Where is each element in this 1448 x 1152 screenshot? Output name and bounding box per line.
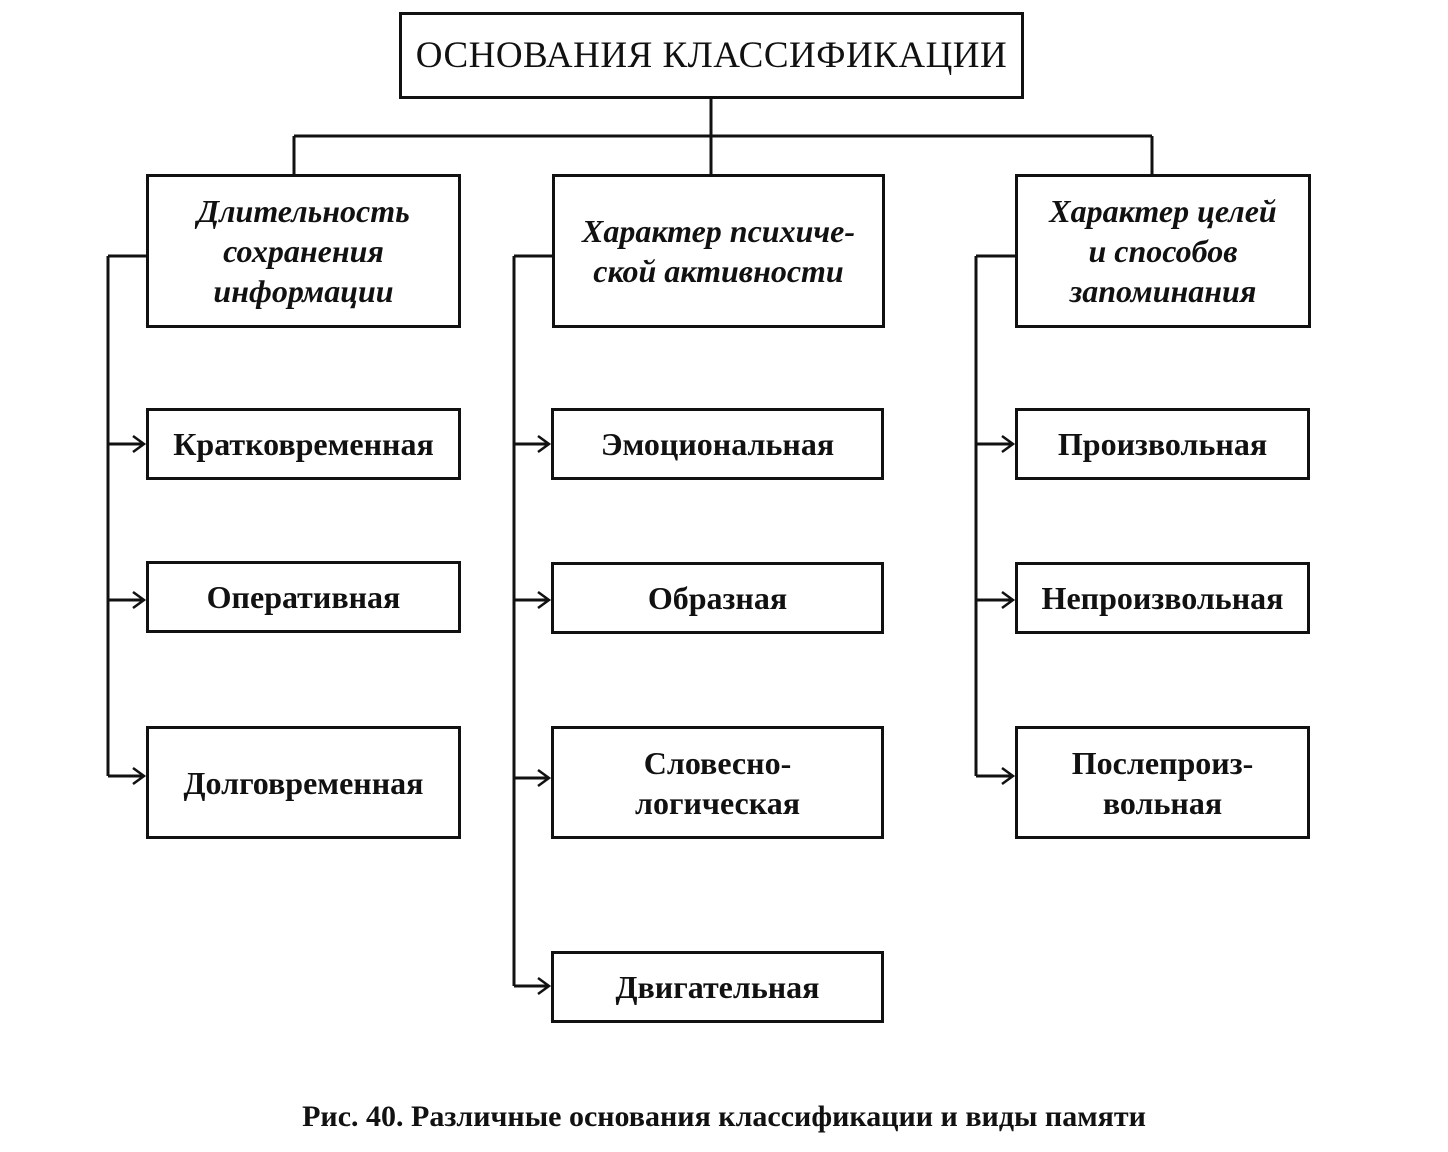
item-label: Словесно- логическая [634,744,801,821]
item-box-post-voluntary: Послепроиз- вольная [1015,726,1310,839]
category-label: Характер целей и способов запоминания [1049,193,1277,309]
item-box-figurative: Образная [551,562,884,634]
category-label: Характер психиче- ской активности [581,213,856,289]
item-label: Эмоциональная [600,426,835,462]
category-box-goals: Характер целей и способов запоминания [1015,174,1311,328]
item-box-long-term: Долговременная [146,726,461,839]
item-box-motor: Двигательная [551,951,884,1023]
root-box: ОСНОВАНИЯ КЛАССИФИКАЦИИ [399,12,1024,99]
figure-caption: Рис. 40. Различные основания классификац… [302,1100,1146,1133]
item-label: Послепроиз- вольная [1071,744,1254,821]
category-box-mental-activity: Характер психиче- ской активности [552,174,885,328]
item-label: Образная [647,580,788,616]
item-box-short-term: Кратковременная [146,408,461,480]
item-label: Долговременная [183,764,424,801]
item-box-emotional: Эмоциональная [551,408,884,480]
item-box-involuntary: Непроизвольная [1015,562,1310,634]
item-label: Двигательная [615,969,820,1005]
item-box-operative: Оперативная [146,561,461,633]
item-box-verbal-logical: Словесно- логическая [551,726,884,839]
category-label: Длительность сохранения информации [197,193,410,309]
item-label: Непроизвольная [1041,580,1284,616]
item-label: Оперативная [206,579,401,615]
item-box-voluntary: Произвольная [1015,408,1310,480]
category-box-duration: Длительность сохранения информации [146,174,461,328]
item-label: Кратковременная [173,426,434,462]
item-label: Произвольная [1057,426,1268,462]
root-label: ОСНОВАНИЯ КЛАССИФИКАЦИИ [415,35,1008,76]
